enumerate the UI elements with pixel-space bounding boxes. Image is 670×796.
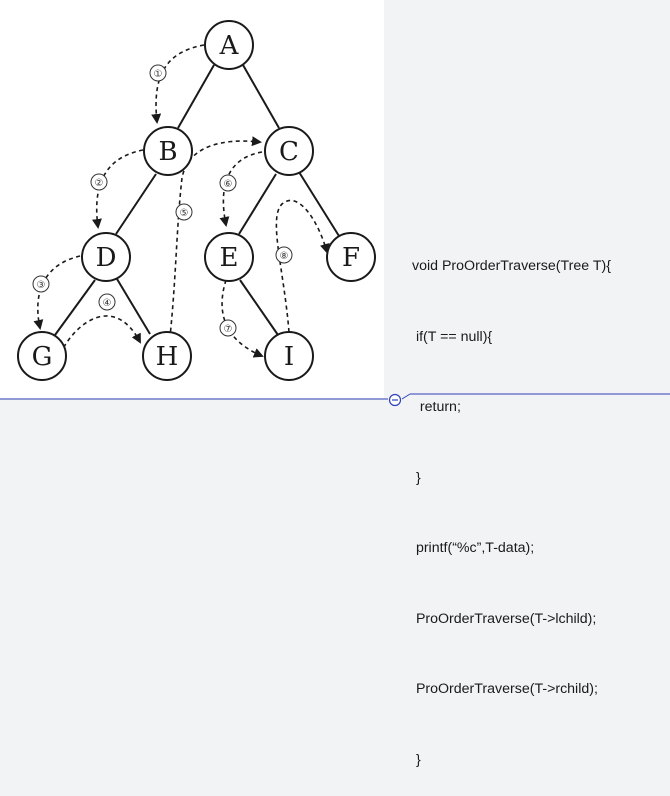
step-label-3: ③: [37, 280, 46, 291]
step-label-2: ②: [95, 178, 104, 189]
node-label-e: E: [220, 243, 239, 273]
tree-node-e: E: [204, 232, 254, 282]
collapse-toggle[interactable]: [388, 393, 402, 407]
edge-a-b: [177, 64, 215, 129]
traversal-arrow-3: [33, 255, 81, 330]
node-label-h: H: [156, 342, 179, 372]
node-label-f: F: [342, 243, 360, 273]
edge-c-e: [238, 173, 277, 235]
tree-node-h: H: [142, 331, 192, 381]
step-label-4: ④: [103, 298, 112, 309]
tree-node-d: D: [81, 232, 131, 282]
code-line-2: if(T == null){: [412, 328, 493, 345]
tree-node-f: F: [326, 232, 376, 282]
code-snippet: void ProOrderTraverse(Tree T){ if(T == n…: [412, 208, 666, 796]
tree-diagram: ① ② ③ ④ ⑤ ⑥ ⑦ ⑧ A B: [17, 20, 376, 381]
tree-node-c: C: [264, 126, 314, 176]
node-label-g: G: [32, 342, 53, 372]
node-label-a: A: [219, 31, 240, 61]
edge-c-f: [298, 171, 340, 237]
code-line-8: }: [412, 751, 421, 768]
step-label-5: ⑤: [180, 208, 189, 219]
code-line-6: ProOrderTraverse(T->lchild);: [412, 610, 597, 627]
code-line-4: }: [412, 469, 421, 486]
traversal-arrow-7: [221, 279, 264, 358]
tree-node-i: I: [264, 331, 314, 381]
edge-d-g: [54, 279, 96, 336]
tree-edges: [54, 64, 340, 336]
edge-e-i: [239, 279, 279, 336]
divider-line-right: [401, 393, 411, 400]
tree-node-b: B: [143, 126, 193, 176]
traversal-arrow-1: [151, 44, 205, 124]
edge-d-h: [116, 278, 151, 335]
traversal-step-labels: ① ② ③ ④ ⑤ ⑥ ⑦ ⑧: [32, 64, 293, 337]
traversal-arrow-8: [275, 199, 330, 333]
node-label-c: C: [279, 137, 299, 167]
code-line-7: ProOrderTraverse(T->rchild);: [412, 681, 598, 697]
step-label-6: ⑥: [224, 179, 233, 190]
tree-node-a: A: [204, 20, 254, 70]
code-line-1: void ProOrderTraverse(Tree T){: [412, 258, 611, 274]
node-label-b: B: [158, 137, 177, 167]
edge-b-d: [115, 173, 157, 235]
bottom-divider-bar: [0, 393, 670, 412]
traversal-arrow-6: [219, 151, 263, 227]
divider-graphic: [0, 393, 670, 407]
traversal-arrow-5: [167, 136, 262, 355]
tree-node-g: G: [17, 331, 67, 381]
traversal-arrows: [33, 44, 330, 358]
node-label-d: D: [96, 243, 117, 273]
traversal-arrow-2: [91, 149, 144, 229]
step-label-7: ⑦: [224, 324, 233, 335]
node-label-i: I: [284, 342, 294, 372]
edge-a-c: [242, 64, 280, 129]
code-line-5: printf(“%c”,T-data);: [412, 540, 535, 556]
step-label-1: ①: [154, 69, 163, 80]
step-label-8: ⑧: [280, 251, 289, 262]
code-line-3: return;: [412, 399, 461, 415]
traversal-arrow-4: [59, 315, 141, 355]
tree-nodes: A B C D E F G: [17, 20, 376, 381]
tree-diagram-panel: ① ② ③ ④ ⑤ ⑥ ⑦ ⑧ A B: [0, 0, 384, 398]
